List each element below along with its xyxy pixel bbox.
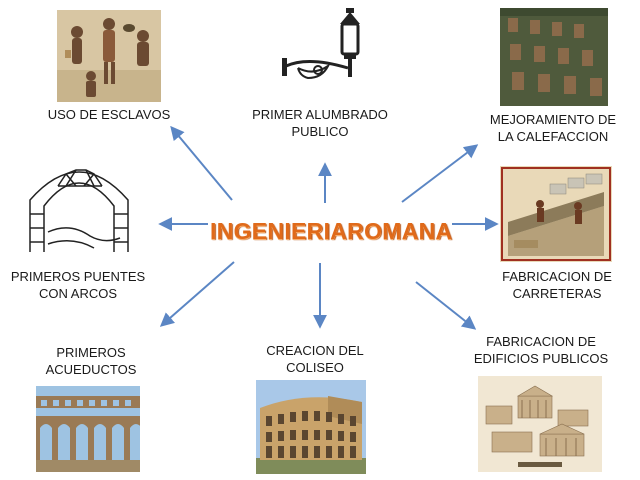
label-puentes: PRIMEROS PUENTES CON ARCOS	[8, 268, 148, 302]
label-carreteras-line1: FABRICACION DE	[502, 269, 612, 284]
label-calefaccion: MEJORAMIENTO DE LA CALEFACCION	[478, 111, 628, 145]
label-calefaccion-line2: LA CALEFACCION	[497, 129, 609, 144]
label-carreteras: FABRICACION DE CARRETERAS	[492, 268, 622, 302]
label-puentes-line2: CON ARCOS	[38, 286, 117, 301]
road-construction-image	[500, 166, 612, 262]
label-coliseo-line1: CREACION DEL	[266, 343, 364, 358]
central-title: INGENIERIAROMANA	[210, 218, 453, 244]
label-calefaccion-line1: MEJORAMIENTO DE	[489, 112, 617, 127]
label-acueductos: PRIMEROS ACUEDUCTOS	[26, 344, 156, 378]
aqueduct-image	[36, 386, 140, 472]
label-alumbrado-line2: PUBLICO	[291, 124, 349, 139]
label-alumbrado: PRIMER ALUMBRADO PUBLICO	[250, 106, 390, 140]
label-coliseo-line2: COLISEO	[286, 360, 344, 375]
arch-bridge-image	[20, 152, 138, 260]
label-alumbrado-line1: PRIMER ALUMBRADO	[252, 107, 388, 122]
arrow-to-edificios	[415, 281, 477, 330]
label-puentes-line1: PRIMEROS PUENTES	[10, 269, 146, 284]
arrow-to-calefaccion	[401, 144, 479, 203]
label-esclavos: USO DE ESCLAVOS	[44, 106, 174, 123]
arrow-to-esclavos	[170, 125, 233, 201]
hypocaust-image	[500, 8, 608, 106]
street-lamp-image	[278, 6, 378, 86]
label-esclavos-text: USO DE ESCLAVOS	[47, 107, 171, 122]
label-acueductos-line2: ACUEDUCTOS	[45, 362, 137, 377]
public-buildings-image	[478, 376, 602, 472]
label-acueductos-line1: PRIMEROS	[56, 345, 126, 360]
label-carreteras-line2: CARRETERAS	[512, 286, 602, 301]
label-edificios-line2: EDIFICIOS PUBLICOS	[473, 351, 609, 366]
arrow-to-acueductos	[159, 261, 235, 327]
colosseum-image	[256, 380, 366, 474]
label-edificios-line1: FABRICACION DE	[486, 334, 596, 349]
slaves-mosaic-image	[57, 10, 161, 102]
label-edificios: FABRICACION DE EDIFICIOS PUBLICOS	[466, 333, 616, 367]
label-coliseo: CREACION DEL COLISEO	[252, 342, 378, 376]
